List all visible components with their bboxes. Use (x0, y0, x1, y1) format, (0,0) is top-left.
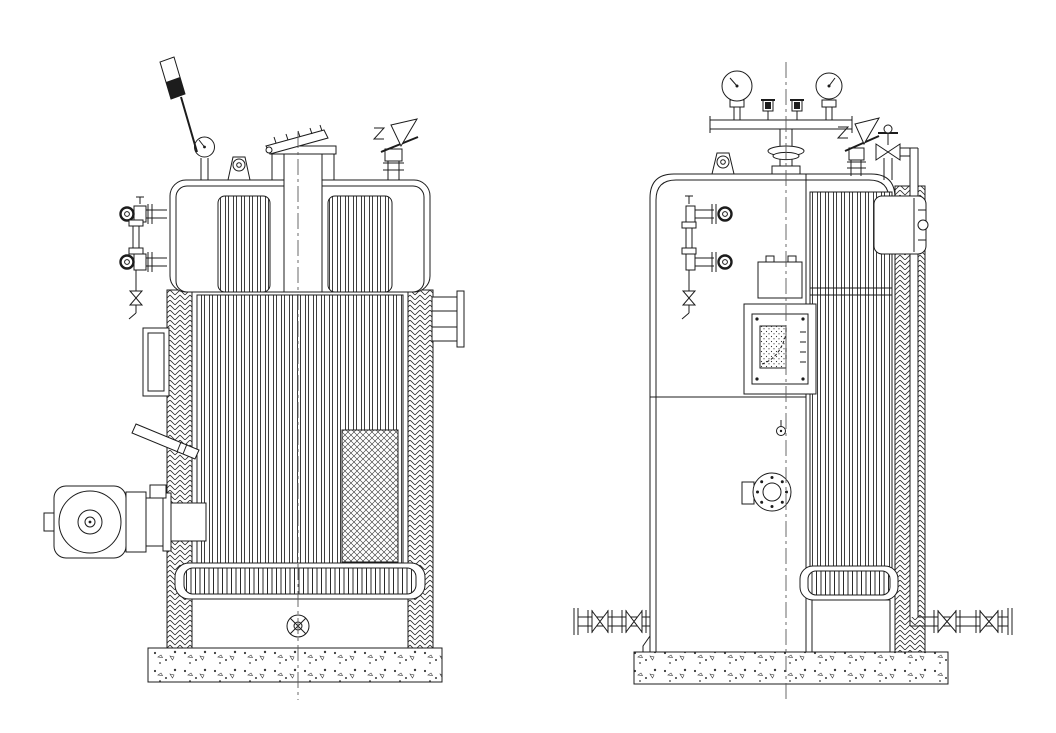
lifting-lug (227, 156, 251, 181)
inclined-feed-pipe (131, 423, 200, 460)
view-left-side-elevation (43, 56, 465, 700)
concrete-foundation (147, 647, 443, 683)
safety-valve-with-lever (372, 118, 419, 180)
gauge-drain-valve (681, 270, 697, 320)
pressure-gauge (194, 136, 215, 180)
bottom-header (799, 565, 899, 653)
flue-outlet-flange (431, 290, 465, 348)
burner-mount-flange (741, 472, 792, 512)
view-right-front-elevation (573, 62, 1013, 700)
damper-box (873, 195, 929, 255)
gauge-drain-valve (128, 270, 144, 320)
sight-fitting (776, 420, 786, 436)
pressure-gauge-left (721, 70, 753, 120)
burner-blower-fan (43, 485, 127, 559)
stop-valve-with-handwheel (875, 124, 910, 180)
safety-valve-with-lever (836, 117, 881, 176)
gauge-manifold (709, 116, 853, 133)
bottom-header (174, 562, 426, 600)
junction-box (757, 255, 803, 299)
control-panel-with-chart (743, 303, 817, 395)
inspection-door (142, 327, 170, 397)
mesh-grate-panel (341, 429, 399, 563)
pressure-gauge-right (815, 72, 843, 120)
water-level-gauge (681, 195, 733, 272)
concrete-foundation (633, 651, 949, 685)
lifting-lug (711, 152, 735, 175)
burner-barrel (125, 484, 207, 553)
chimney-stub-with-lid (265, 124, 337, 293)
water-level-gauge (119, 196, 167, 272)
angled-thermometer (159, 56, 198, 153)
gauge-cocks (761, 99, 804, 120)
blowdown-pipe-left (573, 608, 650, 635)
blowdown-pipe-right (910, 608, 1013, 635)
